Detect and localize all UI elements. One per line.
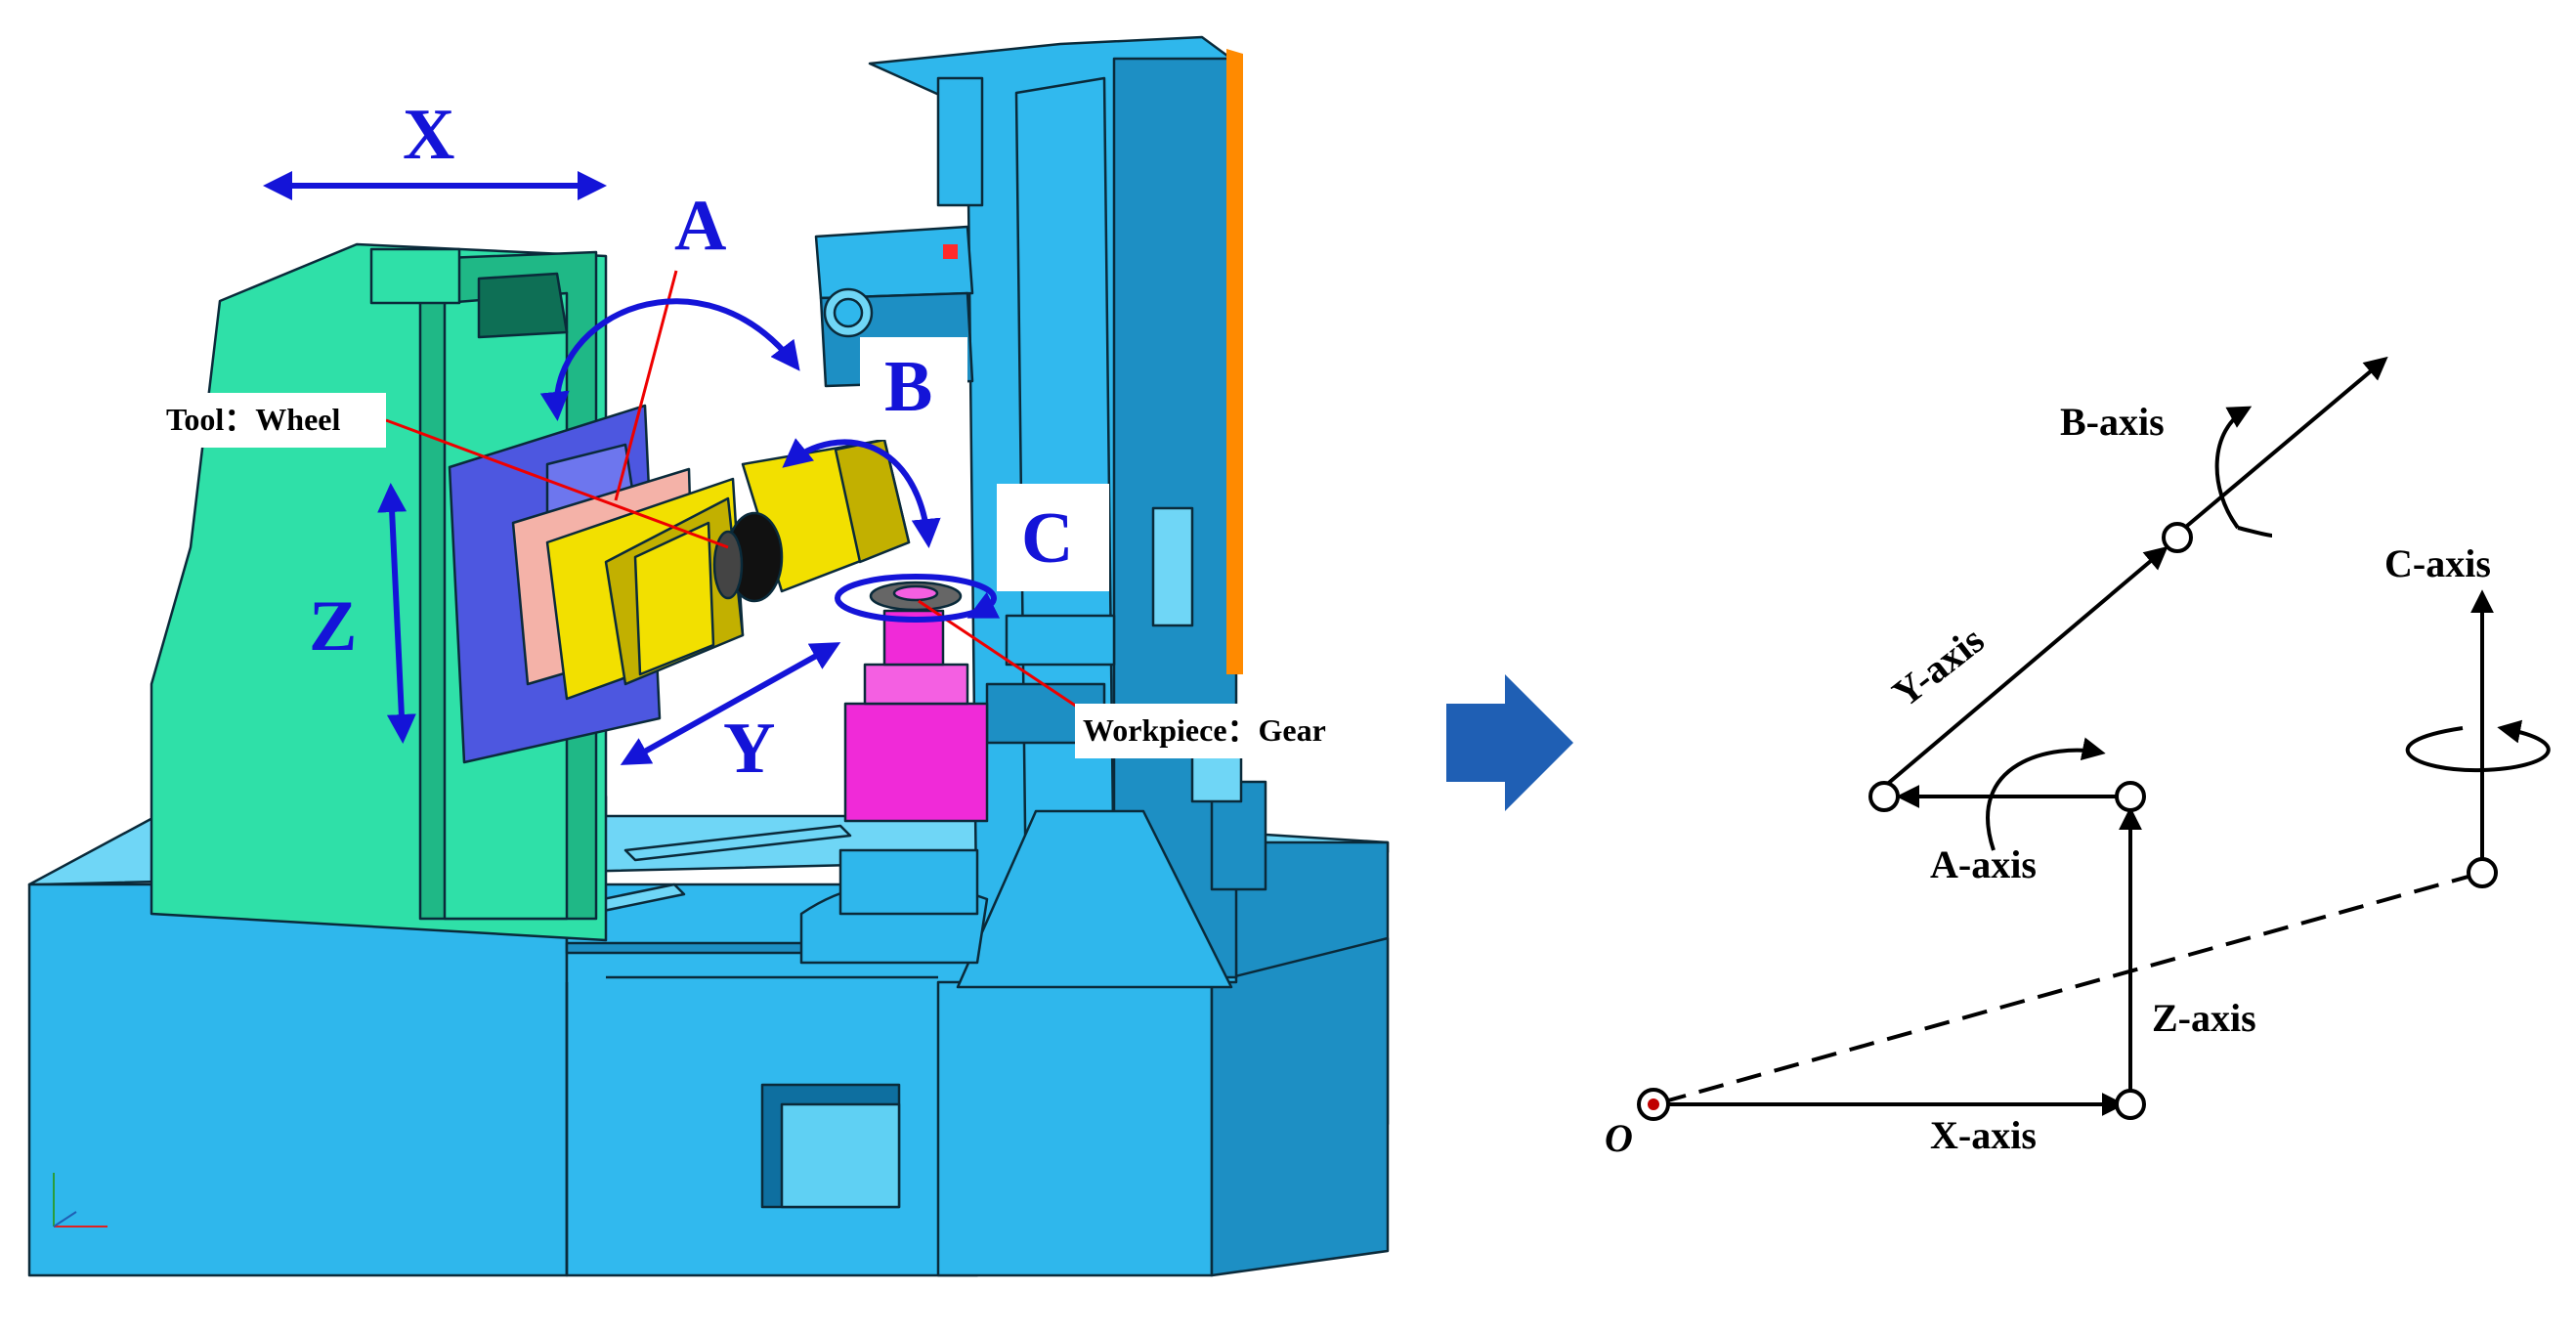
b-axis-letter: B — [884, 347, 932, 427]
schematic-joints — [1637, 522, 2498, 1121]
tool-callout-box — [156, 393, 386, 448]
a-rotation-icon — [1986, 737, 2106, 851]
b-rotation-icon — [2214, 406, 2253, 530]
coordinate-gizmo-icon — [53, 1173, 107, 1227]
a-axis-joint — [1868, 781, 1900, 812]
machine-base — [27, 814, 1390, 1277]
a-axis-letter: A — [674, 186, 726, 266]
b-label-box — [860, 337, 967, 440]
z-axis-letter: Z — [309, 586, 357, 667]
z-axis-joint — [2115, 781, 2146, 812]
origin-to-c-dashed-link — [1660, 871, 2483, 1104]
a-axis-label: A-axis — [1930, 842, 2037, 886]
c-axis-letter: C — [1021, 498, 1073, 579]
x-axis-label: X-axis — [1930, 1113, 2037, 1157]
c-axis-joint — [2467, 857, 2498, 888]
worktable — [799, 581, 989, 965]
workpiece-callout-label: Workpiece：Gear — [1083, 712, 1326, 748]
c-rotation-icon — [2405, 719, 2551, 773]
y-motion-arrow — [620, 642, 841, 765]
c-label-box — [997, 484, 1109, 591]
b-axis-label: B-axis — [2060, 400, 2165, 444]
z-motion-arrow — [377, 483, 416, 744]
origin-label: O — [1605, 1116, 1633, 1160]
flow-arrow-icon — [1446, 674, 1573, 811]
origin-dot — [1648, 1098, 1659, 1110]
tool-callout: Tool：Wheel — [156, 393, 386, 448]
z-axis-label: Z-axis — [2152, 996, 2256, 1040]
c-axis-label: C-axis — [2384, 541, 2491, 585]
kinematic-schematic — [1660, 356, 2551, 1116]
y-axis-link — [1882, 545, 2168, 789]
tool-callout-label: Tool：Wheel — [166, 402, 341, 437]
b-axis-link — [2185, 356, 2388, 528]
schematic-labels: O X-axis Z-axis A-axis Y-axis B-axis C-a… — [1605, 400, 2491, 1160]
y-axis-label: Y-axis — [1884, 618, 1993, 715]
a-rotation-arrow — [539, 298, 800, 421]
y-axis-letter: Y — [723, 709, 775, 789]
y-axis-joint — [2162, 522, 2193, 553]
b-rotation-arrow — [782, 438, 941, 548]
workpiece-callout-box — [1075, 704, 1412, 758]
machine-motion-arrows — [263, 171, 1001, 765]
workpiece-callout: Workpiece：Gear — [1075, 704, 1412, 758]
x-axis-letter: X — [403, 95, 454, 175]
x-axis-joint — [2115, 1089, 2146, 1120]
machine-axis-letters: X A B C Z Y — [309, 95, 1109, 789]
machine-illustration — [27, 35, 1390, 1277]
